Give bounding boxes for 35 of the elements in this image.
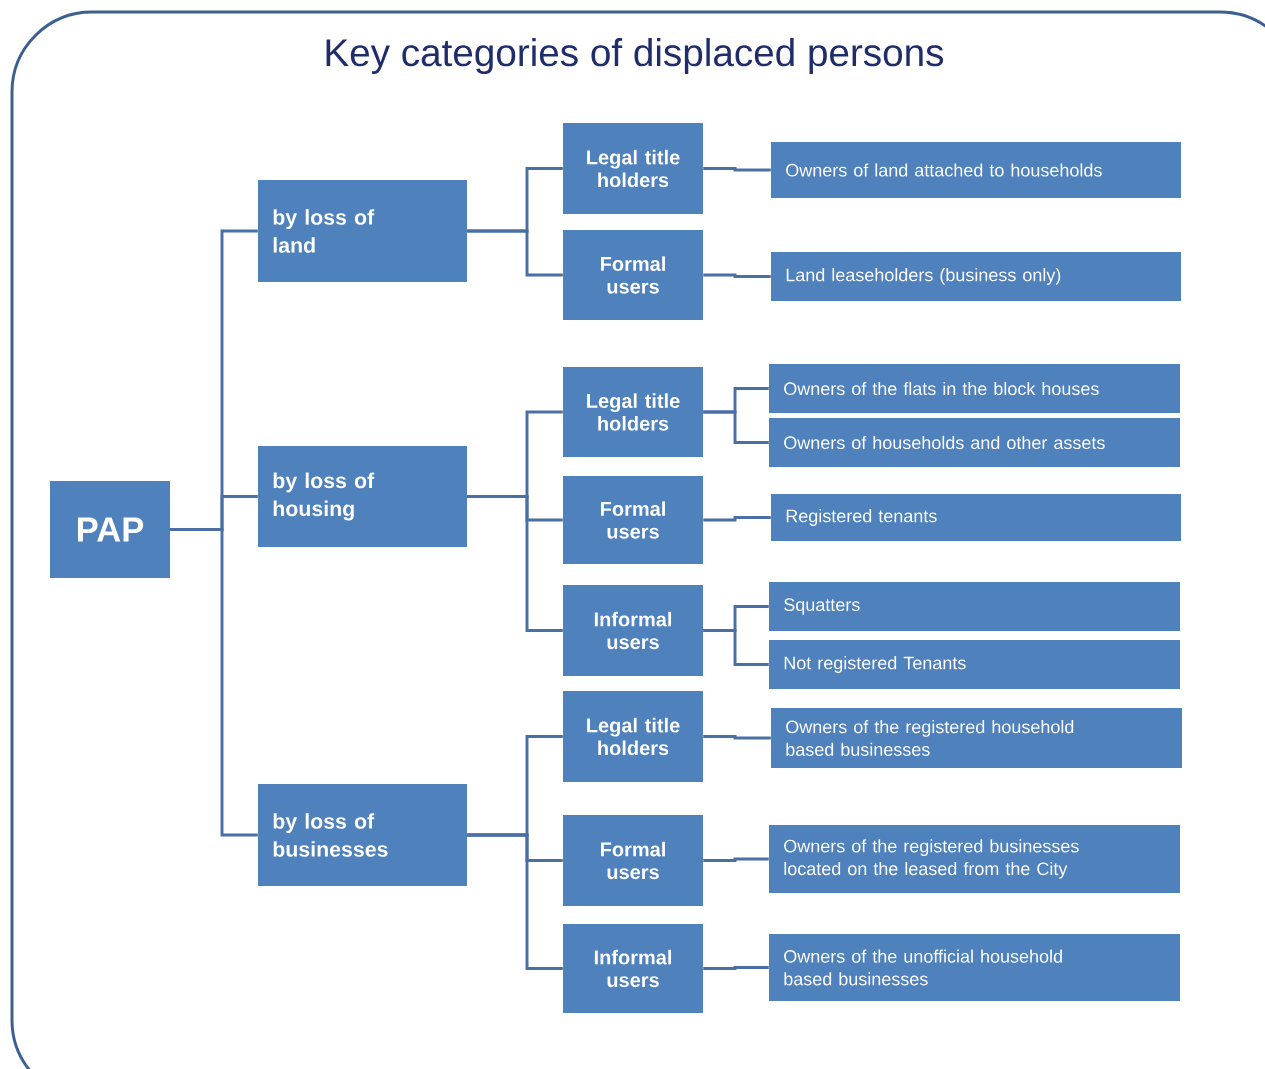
subcategory-box: Informal users [563, 924, 703, 1013]
description-box: Registered tenants [771, 494, 1181, 541]
connector [467, 229, 563, 277]
connector [703, 273, 771, 278]
connector [703, 167, 771, 172]
connector [703, 966, 769, 970]
connector [703, 410, 769, 444]
subcategory-box: Informal users [563, 585, 703, 676]
description-box: Owners of the unofficial household based businesses [769, 934, 1180, 1001]
subcategory-box: Formal users [563, 815, 703, 906]
subcategory-box: Formal users [563, 476, 703, 564]
description-box: Squatters [769, 582, 1180, 631]
connector [170, 528, 258, 837]
root-box: PAP [50, 481, 170, 578]
description-box: Land leaseholders (business only) [771, 252, 1181, 301]
subcategory-box: Formal users [563, 230, 703, 320]
subcategory-box: Legal title holders [563, 367, 703, 457]
subcategory-box: Legal title holders [563, 691, 703, 782]
description-box: Owners of households and other assets [769, 418, 1180, 467]
connector [467, 495, 563, 632]
description-box: Owners of the registered businesses located on the leased from the City [769, 825, 1180, 893]
description-box: Owners of land attached to households [771, 142, 1181, 198]
subcategory-box: Legal title holders [563, 123, 703, 214]
description-box: Not registered Tenants [769, 640, 1180, 689]
connector [703, 857, 769, 862]
title: Key categories of displaced persons [326, 37, 944, 74]
connector [703, 735, 771, 740]
description-box: Owners of the registered household based businesses [771, 708, 1182, 768]
connector [703, 516, 771, 522]
category-box: by loss of housing [258, 446, 467, 547]
connector [703, 629, 769, 666]
category-box: by loss of businesses [258, 784, 467, 886]
category-box: by loss of land [258, 180, 467, 282]
description-box: Owners of the flats in the block houses [769, 364, 1180, 413]
connector [467, 833, 563, 970]
